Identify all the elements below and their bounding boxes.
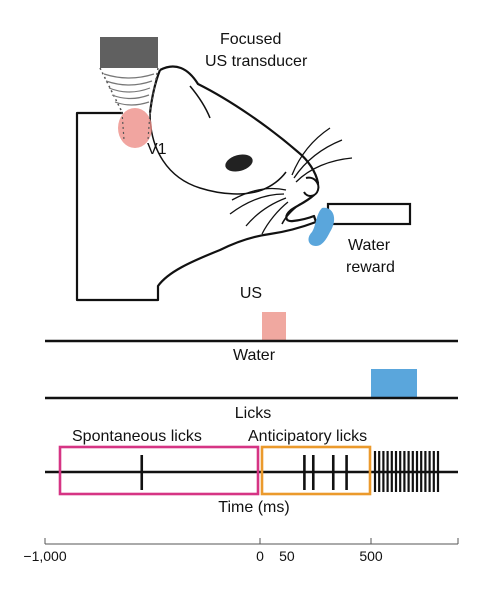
reward-label-line1: Water bbox=[348, 237, 391, 254]
water-spout bbox=[308, 202, 412, 246]
ultrasound-waves bbox=[103, 73, 155, 106]
axis-tick-label: −1,000 bbox=[23, 548, 66, 564]
row-label-us: US bbox=[240, 285, 262, 302]
axis-ticks: −1,000 0 50 500 bbox=[23, 538, 383, 564]
focal-spot bbox=[118, 108, 152, 148]
water-row bbox=[371, 369, 417, 398]
transducer-label-line1: Focused bbox=[220, 31, 281, 48]
anticipatory-window-box bbox=[260, 445, 372, 496]
row-label-licks: Licks bbox=[235, 405, 271, 422]
mouse-eye bbox=[225, 154, 253, 172]
transducer-label-line2: US transducer bbox=[205, 53, 308, 70]
mouse-cheek-contour bbox=[149, 112, 287, 195]
mouse-inner-ear bbox=[189, 85, 211, 119]
water-reward-block bbox=[371, 369, 417, 398]
axis-tick-label: 0 bbox=[256, 548, 264, 564]
axis-tick-label: 500 bbox=[359, 548, 383, 564]
us-transducer bbox=[99, 37, 159, 148]
spontaneous-window-box bbox=[58, 445, 260, 496]
licks-row bbox=[58, 445, 440, 496]
time-axis-title: Time (ms) bbox=[218, 499, 289, 516]
mouse-illustration bbox=[75, 65, 353, 302]
axis-tick-label: 50 bbox=[279, 548, 295, 564]
anticipatory-label: Anticipatory licks bbox=[248, 428, 367, 445]
us-pulse-block bbox=[262, 312, 286, 341]
spout-tube bbox=[326, 202, 412, 226]
reward-label-line2: reward bbox=[346, 259, 395, 276]
transducer-cone bbox=[99, 67, 159, 113]
us-row bbox=[262, 312, 286, 341]
spontaneous-label: Spontaneous licks bbox=[72, 428, 202, 445]
mouse-nose bbox=[303, 176, 320, 197]
transducer-body bbox=[100, 37, 158, 68]
mouse-whiskers bbox=[229, 127, 353, 235]
row-label-water: Water bbox=[233, 347, 276, 364]
mouse-mouth bbox=[281, 203, 301, 225]
mouse-head-outline bbox=[75, 65, 320, 302]
time-axis: −1,000 0 50 500 bbox=[23, 538, 459, 564]
v1-label: V1 bbox=[147, 141, 167, 158]
water-droplet bbox=[308, 207, 335, 246]
